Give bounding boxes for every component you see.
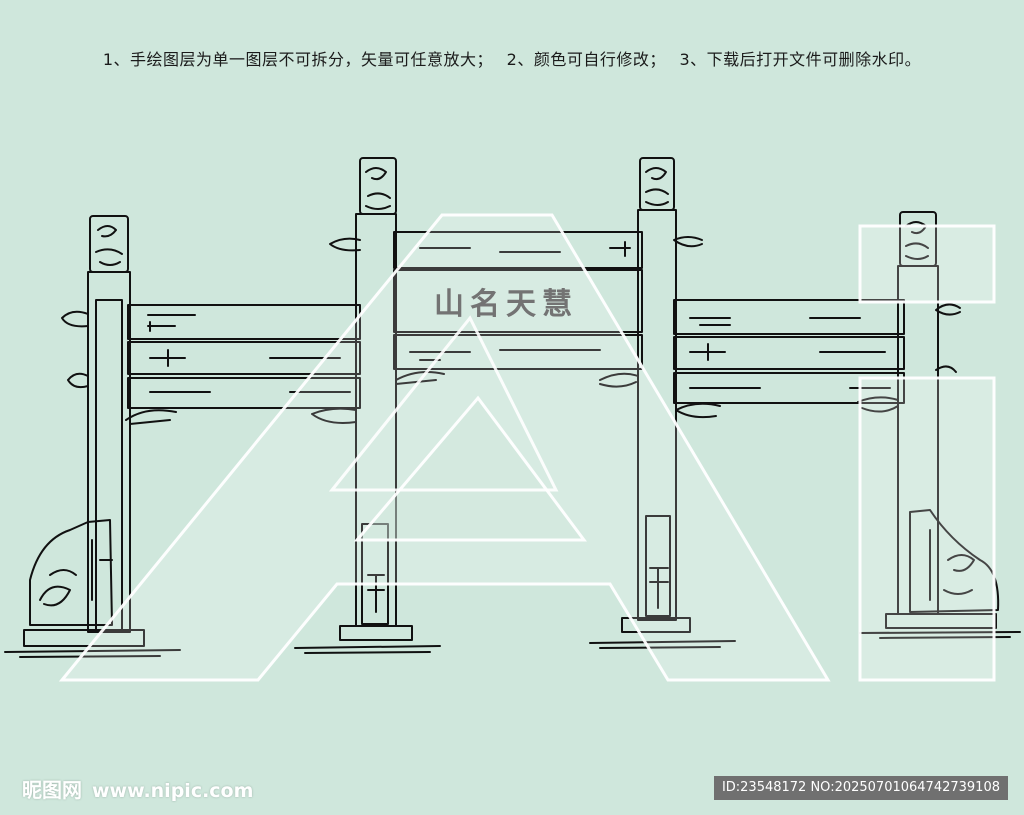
instructions-line: 1、手绘图层为单一图层不可拆分，矢量可任意放大； 2、颜色可自行修改； 3、下载… [0,46,1024,70]
pillar-far-left [23,215,177,647]
nipic-logo: 昵图网 www.nipic.com [22,774,253,803]
center-beams [393,231,643,370]
pillar-far-right [857,211,1000,629]
image-id-badge: ID:23548172 NO:20250701064742739108 [713,776,1008,800]
logo-text: 昵图网 [22,778,82,802]
instruction-3: 3、下载后打开文件可删除水印。 [679,50,922,69]
left-beams [127,304,361,409]
pillar-center-right [599,157,721,633]
pillar-center-left [311,157,445,641]
ground-lines [4,631,1021,658]
plaque-calligraphy: 山名天慧 [434,287,578,322]
site-url: www.nipic.com [92,780,254,802]
instruction-2: 2、颜色可自行修改； [506,50,666,69]
right-beams [673,299,905,404]
ai-watermark: Ai [58,213,996,682]
instruction-1: 1、手绘图层为单一图层不可拆分，矢量可任意放大； [102,50,494,69]
